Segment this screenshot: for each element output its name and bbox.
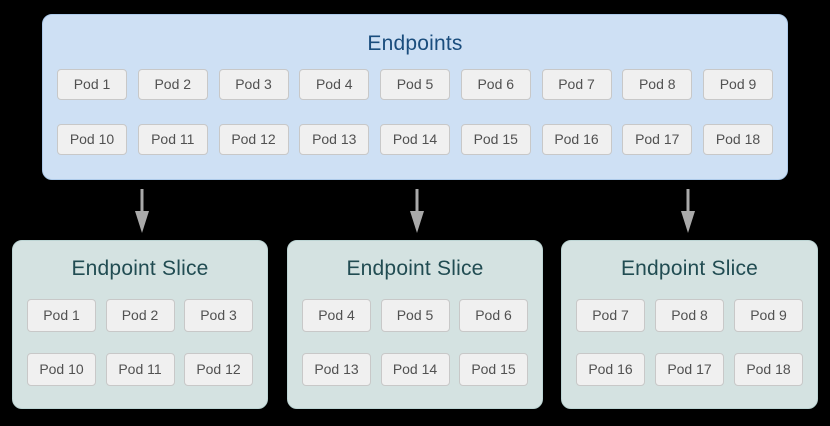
pod-chip: Pod 3: [218, 69, 289, 100]
pod-chip: Pod 2: [137, 69, 208, 100]
pod-chip: Pod 1: [27, 299, 96, 332]
pod-chip: Pod 6: [460, 69, 531, 100]
pod-chip: Pod 12: [184, 353, 253, 386]
pod-chip: Pod 2: [105, 299, 175, 332]
pod-chip: Pod 1: [57, 69, 127, 100]
slice-3-pod-row-2: Pod 16 Pod 17 Pod 18: [576, 353, 803, 386]
pod-chip: Pod 7: [541, 69, 612, 100]
pod-chip: Pod 16: [541, 124, 612, 155]
pod-chip: Pod 3: [184, 299, 253, 332]
pod-chip: Pod 5: [380, 299, 450, 332]
pod-chip: Pod 10: [57, 124, 127, 155]
pod-chip: Pod 10: [27, 353, 96, 386]
pod-chip: Pod 17: [622, 124, 693, 155]
pod-chip: Pod 14: [380, 124, 450, 155]
endpoints-pod-row-2: Pod 10 Pod 11 Pod 12 Pod 13 Pod 14 Pod 15 Pod …: [57, 124, 773, 155]
endpoint-slice-title: Endpoint Slice: [71, 257, 209, 280]
arrow-down-icon: [681, 189, 695, 233]
endpoint-slice-title: Endpoint Slice: [620, 257, 759, 280]
pod-chip: Pod 11: [137, 124, 208, 155]
pod-chip: Pod 18: [734, 353, 803, 386]
pod-chip: Pod 17: [655, 353, 724, 386]
slice-3-pod-row-1: Pod 7 Pod 8 Pod 9: [576, 299, 803, 332]
pod-chip: Pod 7: [576, 299, 645, 332]
slice-2-pod-row-2: Pod 13 Pod 14 Pod 15: [302, 353, 528, 386]
pod-chip: Pod 5: [380, 69, 450, 100]
endpoint-slice-title: Endpoint Slice: [346, 257, 484, 280]
pod-chip: Pod 11: [105, 353, 175, 386]
pod-chip: Pod 18: [703, 124, 773, 155]
arrow-down-icon: [410, 189, 424, 233]
endpoints-pod-row-1: Pod 1 Pod 2 Pod 3 Pod 4 Pod 5 Pod 6 Pod 7 Pod 8…: [57, 69, 773, 100]
pod-chip: Pod 6: [459, 299, 528, 332]
pod-chip: Pod 13: [302, 353, 371, 386]
pod-chip: Pod 12: [218, 124, 289, 155]
arrow-down-icon: [135, 189, 149, 233]
slice-1-pod-row-1: Pod 1 Pod 2 Pod 3: [27, 299, 253, 332]
pod-chip: Pod 4: [299, 69, 370, 100]
pod-chip: Pod 8: [622, 69, 693, 100]
pod-chip: Pod 13: [299, 124, 370, 155]
pod-chip: Pod 14: [380, 353, 450, 386]
endpoints-box: Endpoints Pod 1 Pod 2 Pod 3 Pod 4 Pod 5 Pod 6…: [42, 14, 788, 180]
pod-chip: Pod 9: [734, 299, 803, 332]
pod-chip: Pod 15: [460, 124, 531, 155]
pod-chip: Pod 9: [703, 69, 773, 100]
pod-chip: Pod 15: [459, 353, 528, 386]
pod-chip: Pod 16: [576, 353, 645, 386]
slice-1-pod-row-2: Pod 10 Pod 11 Pod 12: [27, 353, 253, 386]
pod-chip: Pod 8: [655, 299, 724, 332]
pod-chip: Pod 4: [302, 299, 371, 332]
endpoints-title: Endpoints: [367, 32, 463, 55]
slice-2-pod-row-1: Pod 4 Pod 5 Pod 6: [302, 299, 528, 332]
